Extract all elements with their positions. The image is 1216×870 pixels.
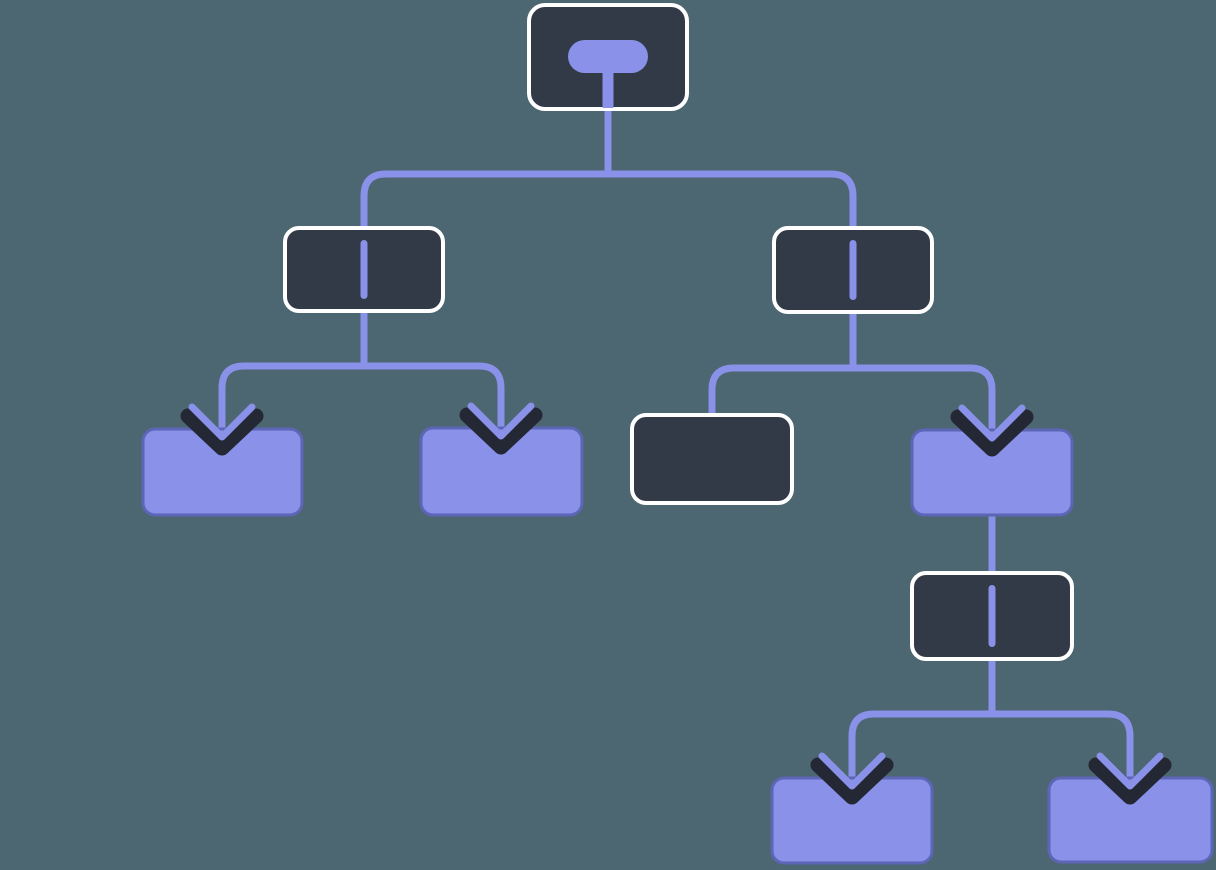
arrow-down-icon [1088, 752, 1172, 805]
root-pill-icon [568, 40, 648, 73]
node-leaf-3 [770, 776, 934, 865]
arrow-down-icon [950, 404, 1034, 457]
connector-layer [218, 105, 1134, 785]
node-branch-right [772, 226, 934, 314]
node-plain-dark [630, 413, 794, 505]
arrowhead-layer [180, 402, 1172, 805]
node-arrow-node [910, 428, 1074, 517]
node-leaf-4 [1047, 776, 1214, 864]
node-leaf-2 [419, 426, 584, 517]
node-branch-left [283, 226, 445, 313]
node-root [527, 3, 689, 111]
branch-left-divider-line [360, 240, 368, 299]
connector-split-right [708, 364, 996, 437]
branch-right-divider-line [849, 240, 857, 300]
connector-split-top [360, 170, 857, 231]
node-branch-lower [910, 571, 1074, 661]
arrow-down-icon [180, 403, 264, 456]
arrow-down-icon [459, 402, 543, 455]
branch-lower-divider-line [988, 585, 996, 647]
connector-split-bottom [848, 710, 1134, 785]
node-leaf-1 [141, 427, 304, 517]
arrow-down-icon [810, 752, 894, 805]
node-layer [141, 3, 1214, 865]
connector-split-left [218, 362, 505, 436]
root-marker-stem [602, 68, 614, 108]
